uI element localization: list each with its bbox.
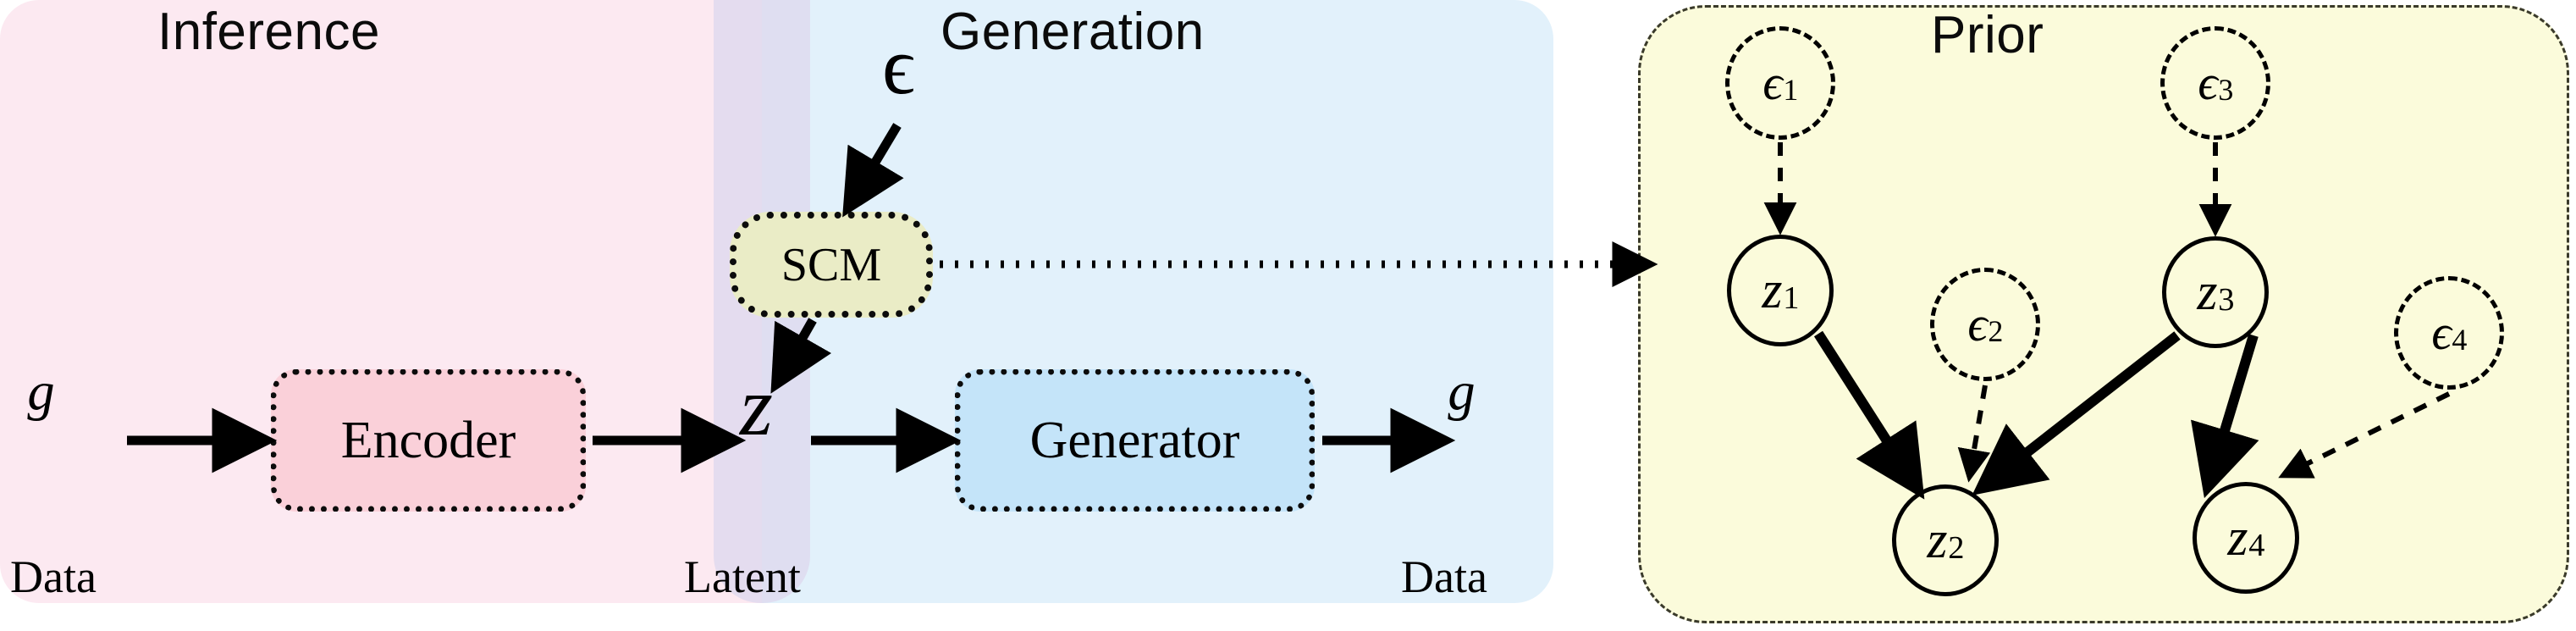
node-epsilon-2-sub: 2 bbox=[1988, 313, 2004, 348]
encoder-box[interactable]: Encoder bbox=[271, 369, 586, 512]
node-epsilon-4-sub: 4 bbox=[2452, 322, 2468, 357]
node-epsilon-1-sub: 1 bbox=[1783, 72, 1799, 107]
variable-z-latent: z bbox=[740, 359, 773, 453]
caption-data-right: Data bbox=[1401, 551, 1487, 602]
caption-latent: Latent bbox=[684, 551, 801, 602]
node-epsilon-3-base: ϵ bbox=[2198, 55, 2218, 110]
generator-box[interactable]: Generator bbox=[955, 369, 1315, 512]
node-z-2-sub: 2 bbox=[1948, 530, 1965, 566]
variable-x-input: ᵍ bbox=[24, 354, 50, 455]
prior-title: Prior bbox=[1931, 6, 2044, 64]
node-z-4-base: z bbox=[2227, 509, 2248, 567]
node-z-1-base: z bbox=[1762, 262, 1783, 319]
inference-title: Inference bbox=[157, 3, 381, 61]
node-epsilon-1-base: ϵ bbox=[1762, 55, 1783, 110]
node-z-3-base: z bbox=[2197, 263, 2218, 321]
node-z-1-sub: 1 bbox=[1783, 280, 1800, 316]
node-epsilon-2-base: ϵ bbox=[1967, 296, 1988, 351]
inference-panel bbox=[0, 0, 762, 603]
node-epsilon-4-base: ϵ bbox=[2431, 305, 2452, 360]
generation-title: Generation bbox=[940, 3, 1205, 61]
variable-x-output: ᵍ bbox=[1444, 354, 1470, 455]
node-epsilon-3-sub: 3 bbox=[2218, 72, 2234, 107]
node-z-3-sub: 3 bbox=[2218, 282, 2235, 318]
node-z-4-sub: 4 bbox=[2248, 528, 2265, 563]
variable-epsilon: ϵ bbox=[882, 20, 915, 111]
caption-data-left: Data bbox=[10, 551, 97, 602]
node-z-2-base: z bbox=[1927, 512, 1948, 569]
scm-box[interactable]: SCM bbox=[730, 212, 933, 318]
